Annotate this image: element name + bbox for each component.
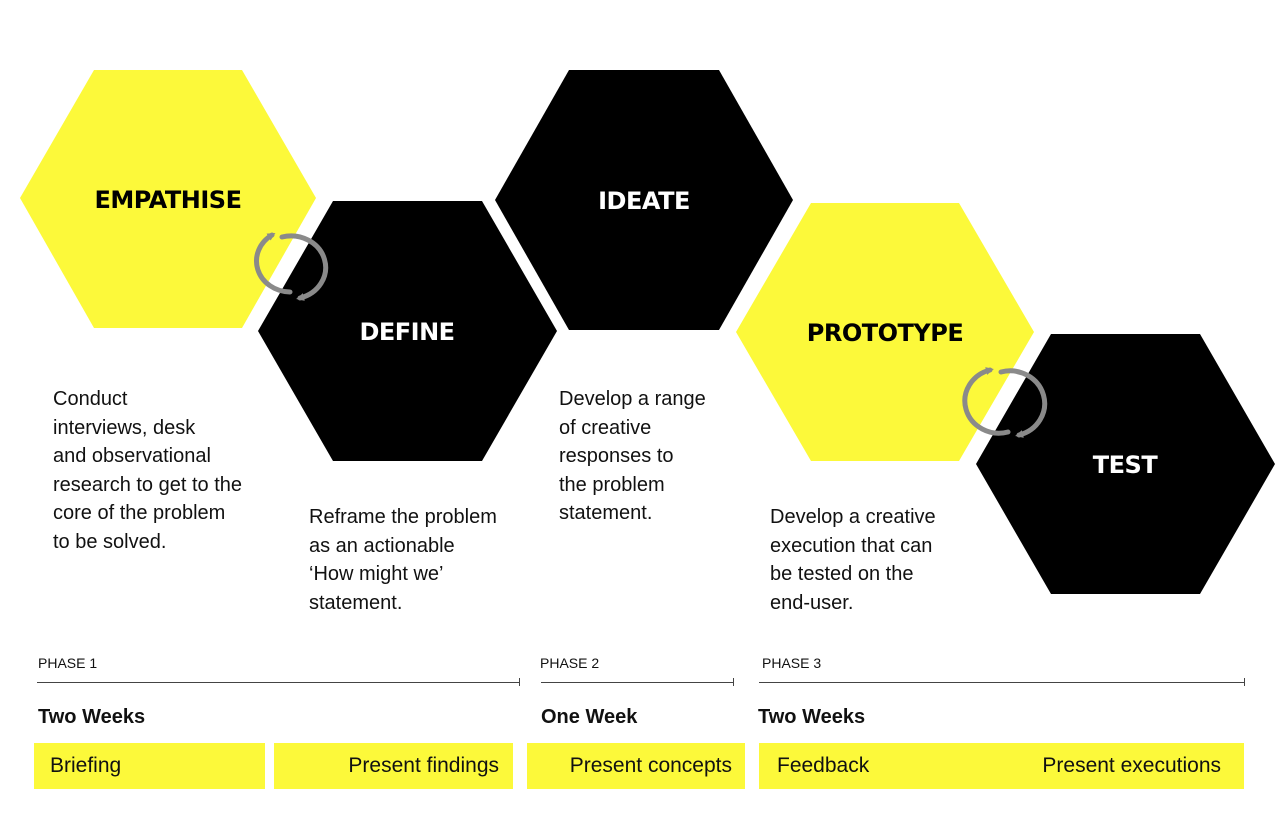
ideate-description: Develop a range of creative responses to… (559, 388, 706, 524)
empathise-description: Conduct interviews, desk and observation… (53, 388, 243, 553)
phase-2-timeline (541, 678, 734, 686)
phase-1-timeline (37, 678, 520, 686)
phase-2-duration: One Week (541, 706, 638, 728)
milestone-briefing: Briefing (34, 743, 265, 789)
cycle-arrows-icon (962, 367, 1048, 438)
milestone-present-findings: Present findings (274, 743, 513, 789)
prototype-description: Develop a creative execution that can be… (770, 506, 936, 614)
hex-prototype: PROTOTYPE (736, 203, 1034, 461)
define-description: Reframe the problem as an actionable ‘Ho… (309, 506, 497, 614)
hex-empathise: EMPATHISE (20, 70, 316, 328)
milestone-present-concepts: Present concepts (527, 743, 745, 789)
stage-label-test: TEST (1093, 451, 1159, 479)
milestone-label: Feedback (777, 754, 870, 777)
stage-label-empathise: EMPATHISE (95, 186, 242, 214)
milestone-label: Present executions (1042, 754, 1221, 777)
cycle-arrows-icon (254, 232, 329, 301)
stage-label-prototype: PROTOTYPE (807, 319, 963, 347)
stage-label-define: DEFINE (359, 318, 454, 346)
milestone-label: Briefing (50, 754, 122, 777)
phase-1-label: PHASE 1 (38, 655, 98, 671)
hex-ideate: IDEATE (495, 70, 793, 330)
milestone-label: Present findings (348, 754, 499, 777)
phase-1-duration: Two Weeks (38, 706, 146, 728)
phase-3-duration: Two Weeks (758, 706, 866, 728)
phase-3-timeline (759, 678, 1245, 686)
milestone-label: Present concepts (569, 754, 732, 777)
stage-label-ideate: IDEATE (598, 187, 690, 215)
phase-3-label: PHASE 3 (762, 655, 822, 671)
hex-test: TEST (976, 334, 1275, 594)
milestone-feedback-present-executions: Feedback Present executions (759, 743, 1244, 789)
phase-2-label: PHASE 2 (540, 655, 600, 671)
hex-define: DEFINE (258, 201, 557, 461)
